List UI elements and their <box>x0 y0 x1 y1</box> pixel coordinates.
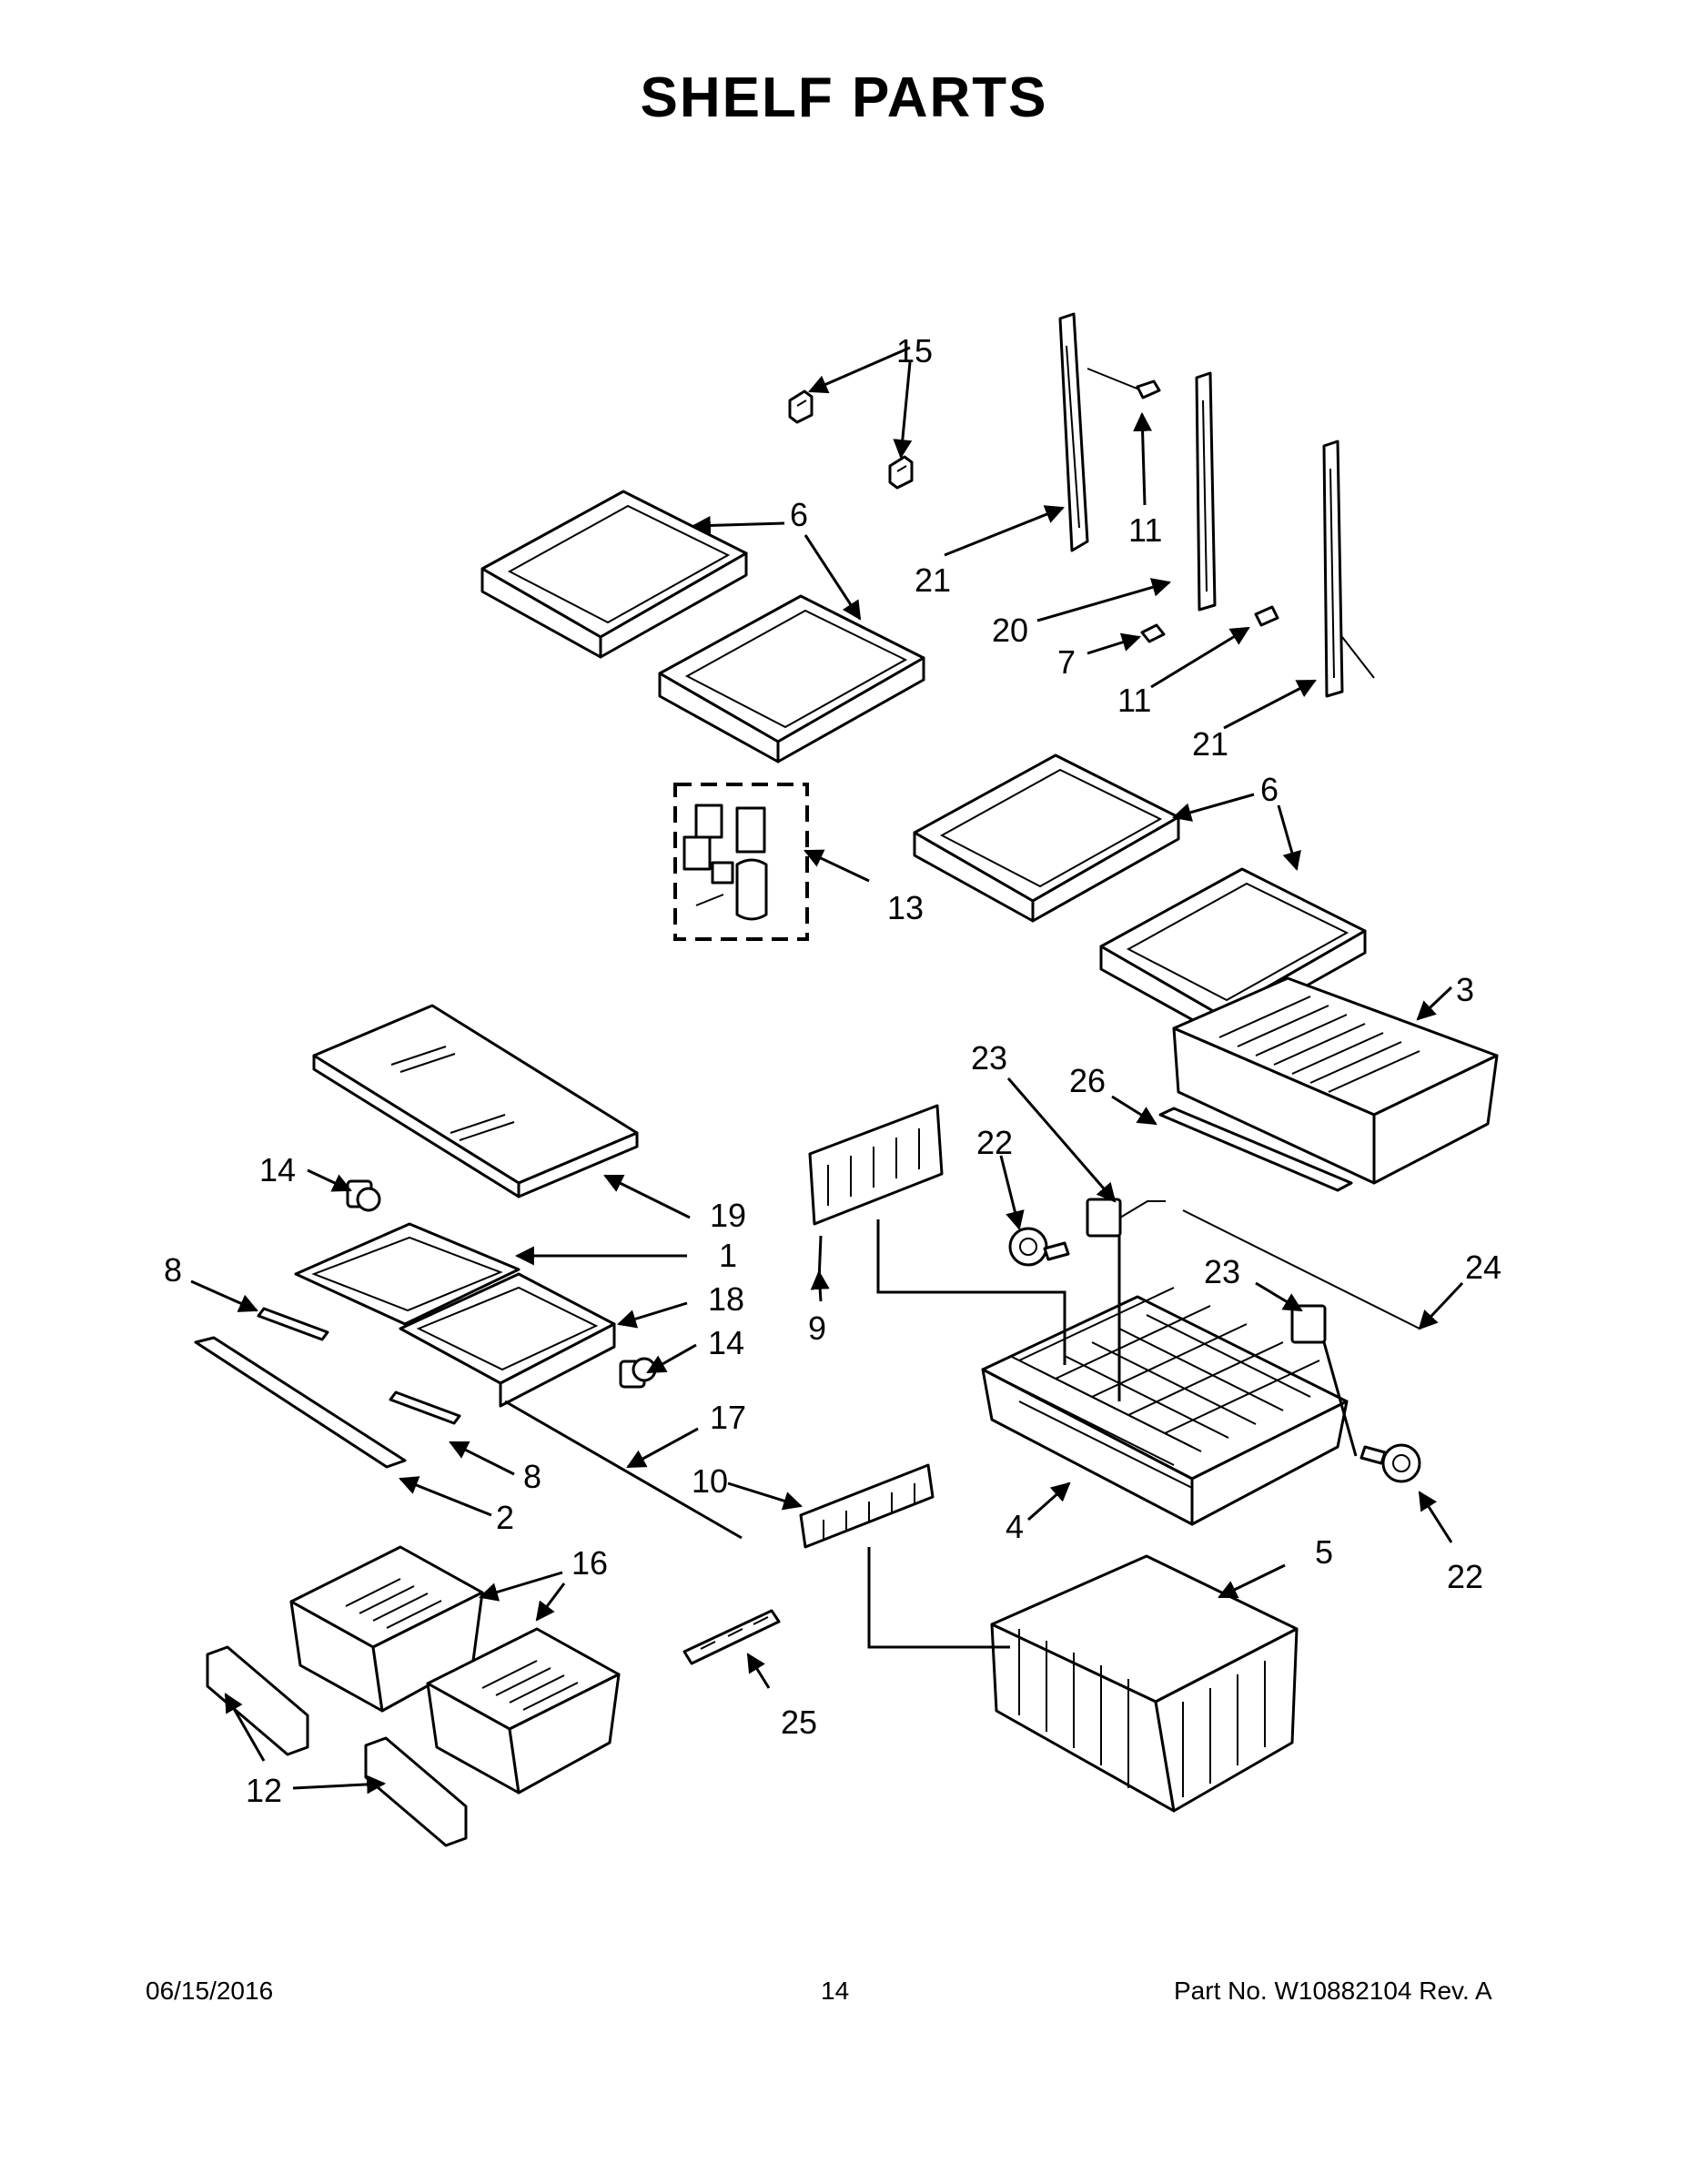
callout-21: 21 <box>1192 725 1228 763</box>
callout-19: 19 <box>710 1197 746 1234</box>
part-17-trim-rod <box>504 1400 743 1540</box>
part-2-trim <box>194 1336 407 1469</box>
callout-17: 17 <box>710 1399 746 1436</box>
callout-25: 25 <box>781 1704 817 1741</box>
part-8-slide-lower <box>389 1390 461 1425</box>
footer-page-number: 14 <box>821 1977 850 2005</box>
part-23-bracket-lower <box>1290 1304 1327 1344</box>
callout-10: 10 <box>692 1462 728 1500</box>
part-14-cap-upper <box>346 1179 381 1212</box>
callout-3: 3 <box>1456 971 1474 1008</box>
callout-4: 4 <box>1006 1508 1024 1545</box>
callout-24: 24 <box>1465 1249 1501 1286</box>
part-18-shelf-frame <box>399 1272 616 1408</box>
callout-8: 8 <box>523 1458 541 1495</box>
part-16-bin-lower <box>426 1627 621 1795</box>
part-4-wire-basket <box>981 1287 1349 1526</box>
part-25-bracket <box>682 1609 781 1665</box>
callout-14: 14 <box>708 1324 744 1361</box>
part-22-wheel-lower <box>1359 1443 1421 1483</box>
part-13-kit <box>673 783 809 941</box>
part-21-rail-left <box>1058 312 1089 552</box>
footer-date: 06/15/2016 <box>146 1977 274 2005</box>
callout-14: 14 <box>259 1151 296 1188</box>
callout-8: 8 <box>164 1251 182 1289</box>
footer-part-number: Part No. W10882104 Rev. A <box>1174 1977 1492 2005</box>
callout-26: 26 <box>1069 1062 1106 1099</box>
part-22-wheel-upper <box>1008 1227 1070 1267</box>
callout-20: 20 <box>992 612 1028 649</box>
part-23-bracket-upper <box>1086 1198 1420 1330</box>
part-14-cap-lower <box>619 1357 657 1389</box>
callout-9: 9 <box>808 1309 826 1347</box>
part-6-shelf-upper-left <box>480 490 748 659</box>
callout-12: 12 <box>246 1772 282 1809</box>
callout-16: 16 <box>571 1544 608 1582</box>
callout-leaders <box>190 346 1464 1795</box>
callout-15: 15 <box>896 332 933 369</box>
part-15-clip-lower <box>888 455 914 490</box>
page-title: SHELF PARTS <box>640 66 1048 129</box>
callout-21: 21 <box>915 561 951 599</box>
callout-23: 23 <box>1204 1253 1240 1290</box>
callout-7: 7 <box>1057 643 1076 681</box>
callout-18: 18 <box>708 1280 744 1318</box>
callout-11: 11 <box>1117 682 1151 719</box>
callout-13: 13 <box>887 889 924 926</box>
part-1-shelf-frame <box>294 1222 521 1326</box>
part-11-screw-upper <box>1087 368 1161 399</box>
part-7-screw <box>1140 623 1166 643</box>
part-20-rail-center <box>1195 371 1217 612</box>
callout-22: 22 <box>1447 1558 1483 1595</box>
callout-5: 5 <box>1315 1533 1333 1571</box>
part-12-handle-right <box>364 1736 468 1847</box>
callout-6: 6 <box>1260 771 1279 808</box>
part-6-shelf-middle-left <box>913 753 1180 923</box>
callout-11: 11 <box>1128 511 1162 549</box>
part-9-divider <box>808 1104 944 1226</box>
part-10-divider <box>799 1463 935 1549</box>
part-3-crisper-drawer <box>1172 976 1499 1185</box>
callout-labels: 15 6 21 11 20 7 11 21 6 13 3 26 23 22 14… <box>164 332 1501 1809</box>
part-19-glass-shelf <box>312 1004 639 1198</box>
part-16-bin-upper <box>289 1545 484 1713</box>
part-6-shelf-upper-right <box>658 594 925 763</box>
callout-2: 2 <box>496 1499 514 1536</box>
part-26-strip <box>1158 1107 1353 1192</box>
callout-23: 23 <box>971 1039 1007 1077</box>
callout-6: 6 <box>790 496 808 533</box>
part-8-slide-upper <box>257 1307 329 1341</box>
part-11-screw-lower <box>1254 605 1279 627</box>
callout-22: 22 <box>976 1124 1013 1161</box>
part-21-rail-right <box>1322 440 1375 698</box>
callout-1: 1 <box>719 1237 737 1274</box>
part-12-handle-left <box>206 1645 309 1756</box>
part-15-clip-upper <box>788 389 814 424</box>
part-5-basket <box>990 1554 1299 1813</box>
